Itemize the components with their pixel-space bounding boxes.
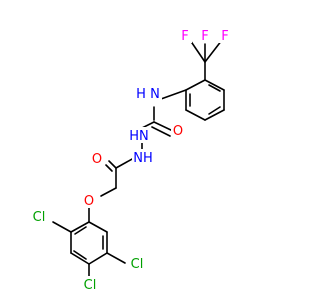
label-bg-o-amide bbox=[90, 150, 104, 166]
label-bg-f3 bbox=[218, 27, 232, 43]
fluorine-atom-label-2: F bbox=[201, 29, 208, 44]
bond-ring-cl2 bbox=[106, 252, 126, 264]
ring-a-bond-6 bbox=[185, 79, 206, 91]
bond-cf3-f1 bbox=[189, 39, 206, 63]
hydrogen-label-top: H bbox=[136, 87, 146, 102]
oxygen-atom-label-amide: O bbox=[92, 152, 102, 167]
oxygen-atom-label-ether: O bbox=[84, 194, 94, 209]
label-bg-nh bbox=[132, 149, 154, 165]
bond-c-o-amide bbox=[108, 160, 117, 169]
chlorine-atom-label-2: Cl bbox=[131, 257, 144, 272]
label-bg-f2 bbox=[198, 27, 212, 43]
label-bg-o-ether bbox=[82, 192, 96, 208]
nitrogen-atom-label-hn: HN bbox=[129, 129, 149, 144]
ring-a-double-1 bbox=[208, 84, 221, 92]
bond-cf3-f3 bbox=[204, 39, 223, 63]
ring-b-bond-6 bbox=[70, 221, 90, 233]
ring-b-bond-4 bbox=[70, 252, 90, 265]
label-bg-f1 bbox=[178, 27, 192, 43]
ring-a-double-2 bbox=[208, 106, 221, 115]
atom-label-layer: F F F N H O HN NH O O Cl Cl Cl bbox=[28, 27, 232, 293]
molecule-diagram: F F F N H O HN NH O O Cl Cl Cl bbox=[28, 27, 232, 293]
label-bg-cl1 bbox=[28, 208, 50, 224]
label-bg-o-urea bbox=[171, 122, 185, 138]
bond-nh-c-amide bbox=[115, 157, 135, 169]
bond-c-o-amide-2 bbox=[105, 164, 113, 172]
ring-b-bond-1 bbox=[88, 221, 108, 233]
bond-c-o-urea-2 bbox=[151, 126, 171, 137]
ring-a-bond-3 bbox=[204, 109, 225, 121]
nitrogen-atom-label-nh: NH bbox=[133, 151, 153, 166]
bond-ring-nh-top bbox=[160, 89, 187, 100]
bond-layer bbox=[52, 39, 225, 278]
label-bg-n-top bbox=[148, 85, 162, 101]
ring-b-double-2 bbox=[73, 250, 87, 260]
ring-a-bond-1 bbox=[204, 79, 225, 91]
ring-a-bond-4 bbox=[185, 109, 206, 121]
ring-b-double-3 bbox=[74, 226, 87, 235]
label-bg-cl3 bbox=[79, 276, 101, 292]
bond-ring-cl1 bbox=[52, 221, 72, 233]
oxygen-atom-label-urea: O bbox=[173, 124, 183, 139]
bond-c-o-urea bbox=[153, 121, 174, 132]
fluorine-atom-label-1: F bbox=[181, 29, 188, 44]
nitrogen-atom-label-top: N bbox=[150, 87, 160, 102]
bond-ch2-o bbox=[100, 187, 117, 197]
label-bg-cl2 bbox=[126, 255, 148, 271]
fluorine-atom-label-3: F bbox=[221, 29, 228, 44]
label-bg-hn bbox=[128, 127, 150, 143]
chlorine-atom-label-3: Cl bbox=[84, 278, 97, 293]
ring-b-bond-3 bbox=[88, 252, 108, 265]
chlorine-atom-label-1: Cl bbox=[33, 210, 46, 225]
